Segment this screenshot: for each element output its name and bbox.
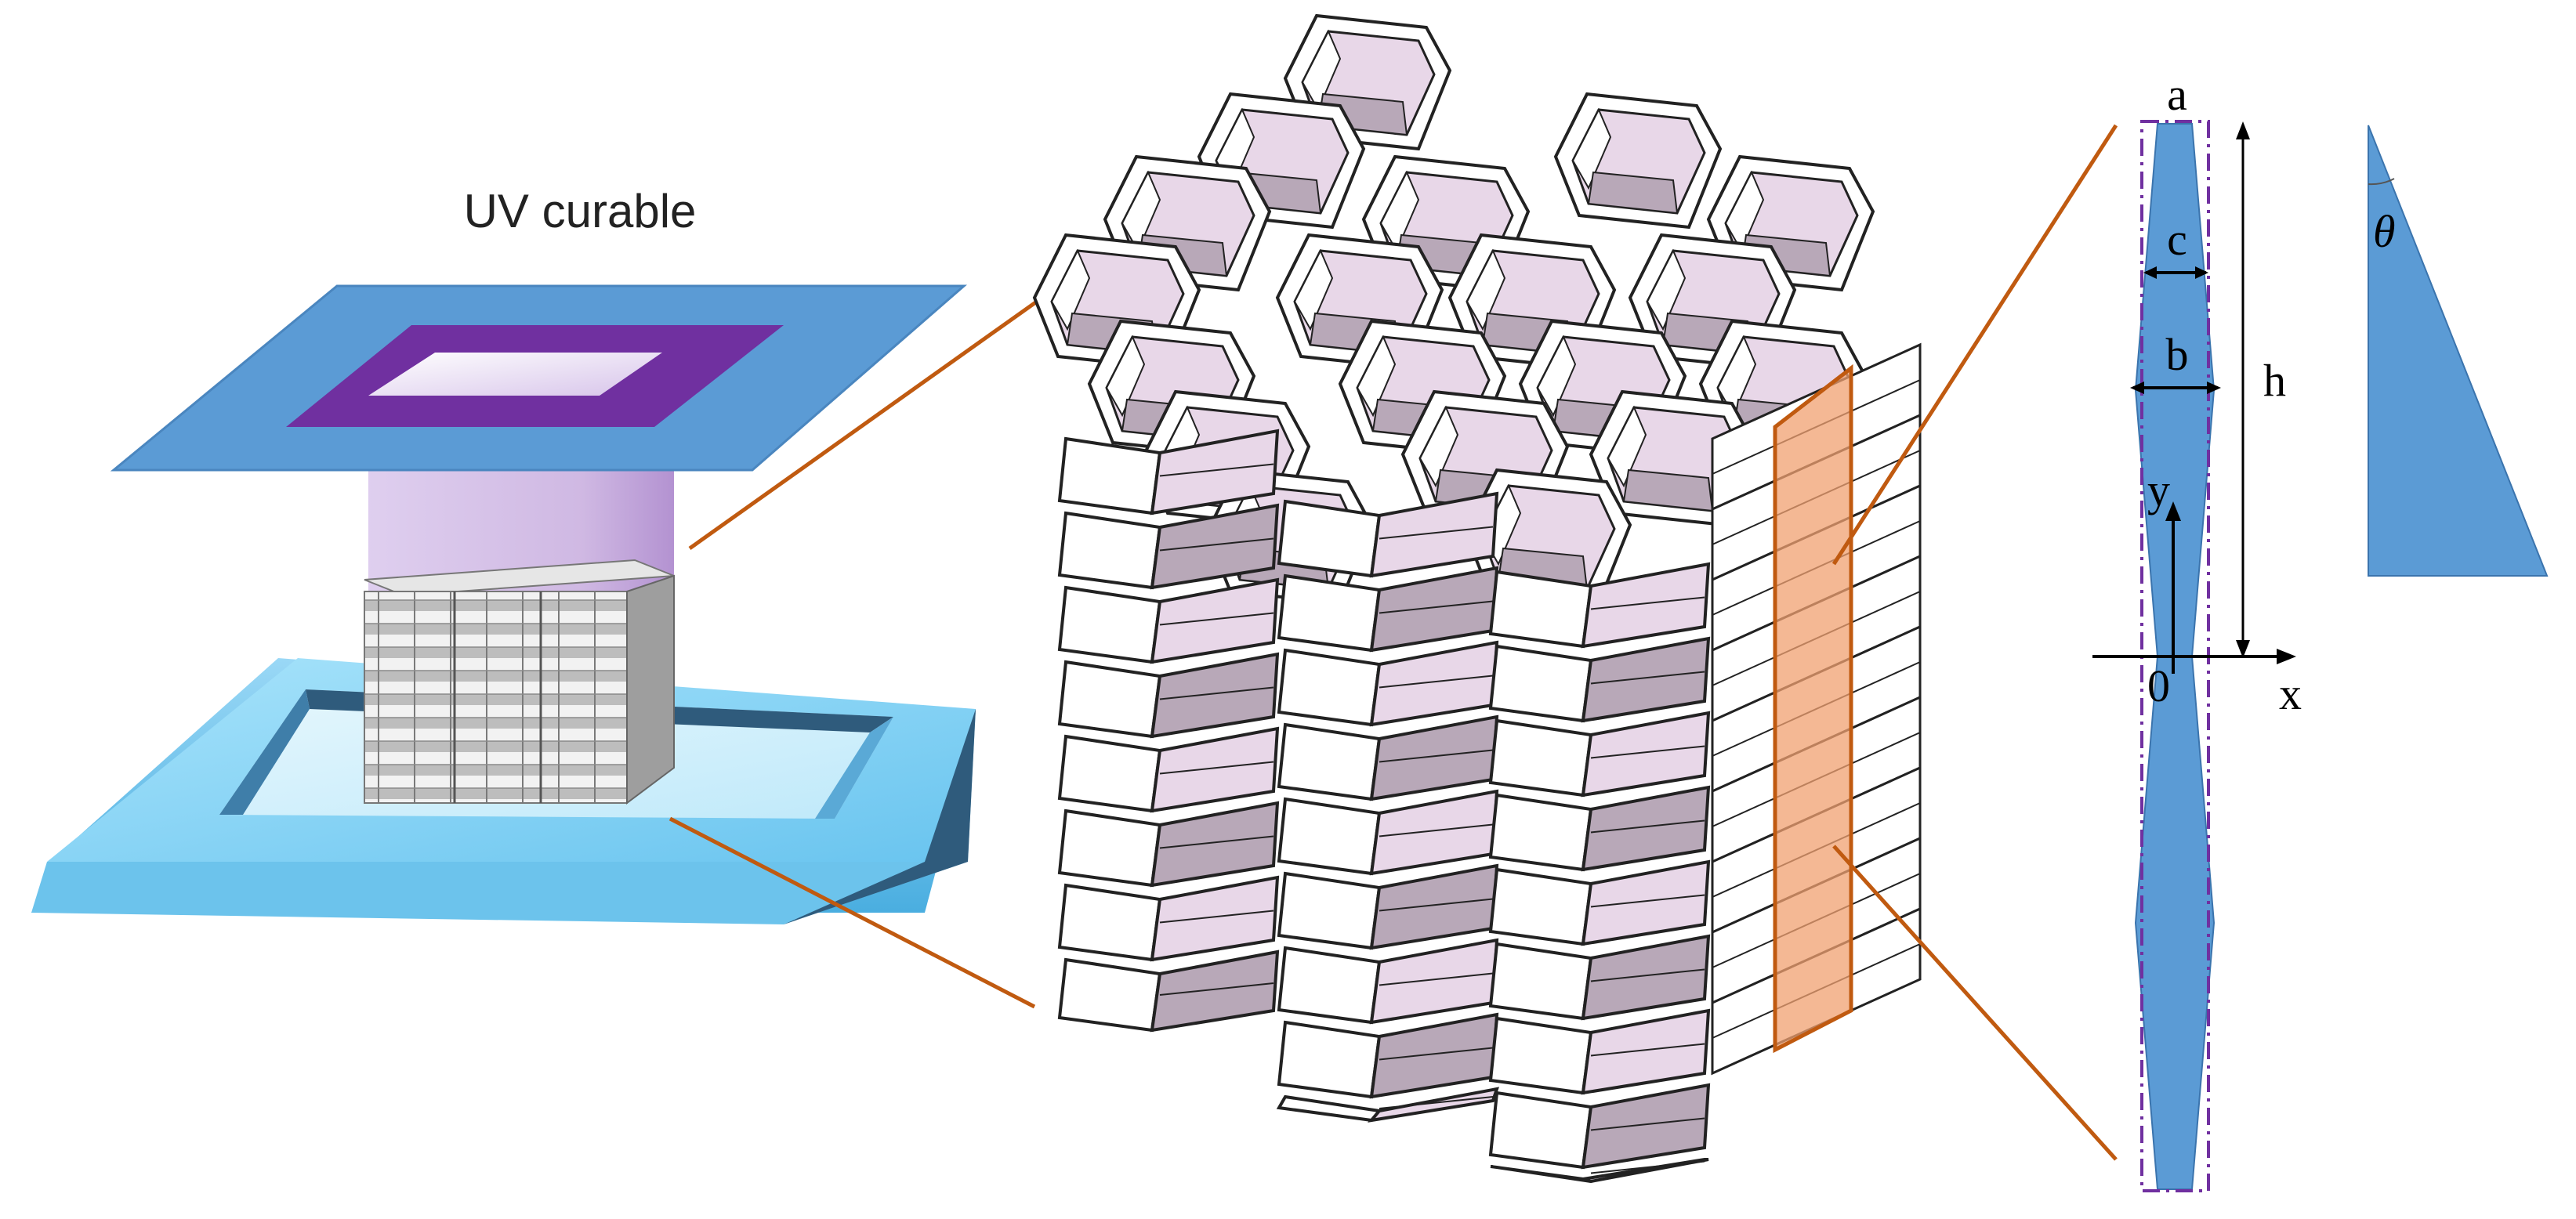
lattice-column bbox=[1276, 491, 1499, 1123]
strut-profile: a c b h x y 0 bbox=[2092, 69, 2302, 1192]
label-b: b bbox=[2166, 329, 2189, 380]
label-theta: θ bbox=[2373, 206, 2396, 257]
angle-triangle bbox=[2368, 125, 2549, 577]
angle-arc bbox=[2368, 178, 2395, 186]
lattice-column bbox=[1057, 429, 1280, 1033]
lattice-column bbox=[1488, 562, 1711, 1184]
origin-label: 0 bbox=[2147, 660, 2170, 711]
axis-x-label: x bbox=[2279, 668, 2302, 719]
leader-line-top bbox=[688, 276, 1071, 551]
light-source-plate bbox=[110, 284, 968, 472]
taper-angle-panel: θ bbox=[2368, 125, 2549, 577]
uv-printer-illustration: UV curable bbox=[31, 185, 976, 924]
printed-lattice-miniature bbox=[364, 559, 675, 805]
leader-line-to-strut-top bbox=[1831, 124, 2118, 566]
section-plane bbox=[1773, 364, 1853, 1054]
leader-line-bottom bbox=[668, 816, 1036, 1009]
label-a: a bbox=[2167, 69, 2187, 120]
axis-y-label: y bbox=[2147, 465, 2170, 515]
hex-cell bbox=[1463, 468, 1632, 606]
uv-curable-label: UV curable bbox=[464, 185, 697, 237]
leader-line-to-strut-bottom bbox=[1832, 845, 2118, 1161]
label-h: h bbox=[2263, 355, 2286, 406]
label-c: c bbox=[2167, 214, 2187, 265]
hex-cell bbox=[1553, 92, 1723, 230]
